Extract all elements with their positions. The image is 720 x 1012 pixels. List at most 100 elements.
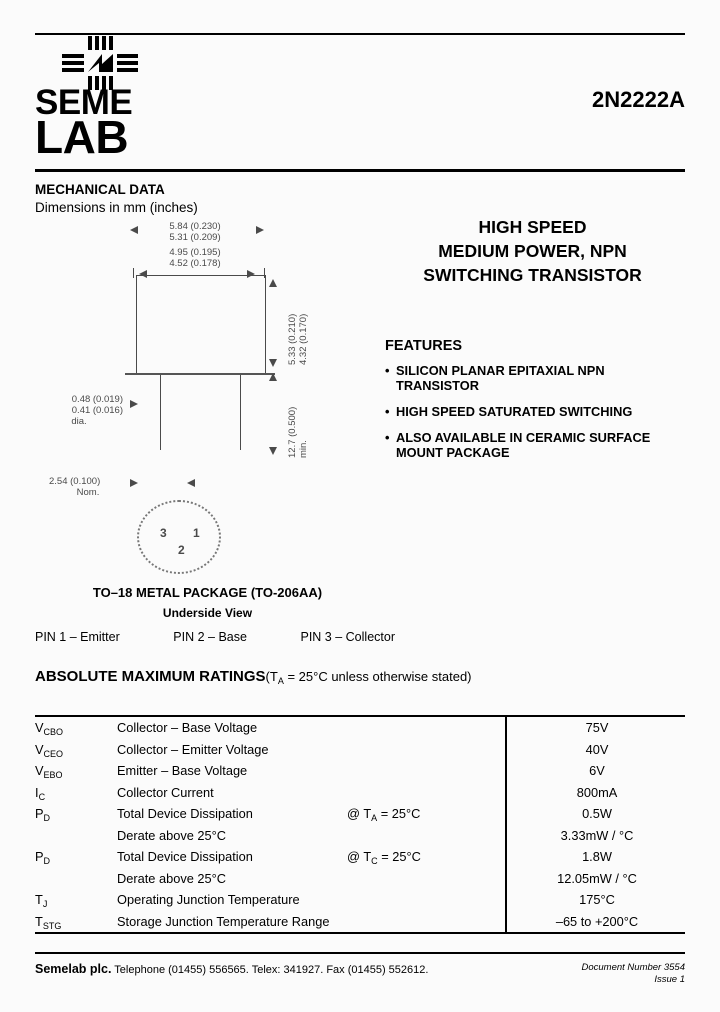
- dim-arrow-pinspacing-left-icon: [130, 479, 138, 487]
- table-row: IC Collector Current 800mA: [35, 781, 687, 803]
- rating-value: 1.8W: [505, 846, 687, 868]
- rating-condition: [347, 739, 506, 761]
- dim-lead-length-line2: min.: [298, 440, 309, 458]
- dim-arrow-bodyheight-down-icon: [269, 359, 277, 367]
- rating-symbol: VCBO: [35, 720, 64, 738]
- headline-line-1: HIGH SPEED: [478, 217, 587, 237]
- logo-text-lab: LAB: [35, 111, 129, 163]
- rating-symbol: TJ: [35, 892, 48, 910]
- footer-document-number: Document Number 3554: [581, 962, 686, 973]
- mechanical-data-subtitle: Dimensions in mm (inches): [35, 200, 198, 215]
- logo-text-seme: SEME: [35, 83, 133, 122]
- ratings-table-bottom-rule: [35, 932, 685, 934]
- bullet-icon: •: [385, 404, 390, 419]
- headline-line-3: SWITCHING TRANSISTOR: [423, 265, 642, 285]
- dim-arrow-bodyheight-up-icon: [269, 279, 277, 287]
- table-row: PD Total Device Dissipation @ TA = 25°C 0.5…: [35, 803, 687, 825]
- ratings-table-top-rule: [35, 715, 685, 717]
- feature-item-text: HIGH SPEED SATURATED SWITCHING: [396, 404, 633, 419]
- rating-value: 75V: [505, 717, 687, 739]
- rating-symbol: VEBO: [35, 763, 63, 781]
- ratings-table: VCBO Collector – Base Voltage 75V VCEO Colle…: [35, 717, 687, 932]
- dim-arrow-leadlen-down-icon: [269, 447, 277, 455]
- dim-arrow-outer-right-icon: [256, 226, 264, 234]
- rating-value: 6V: [505, 760, 687, 782]
- dim-lead-dia-line1: 0.48 (0.019): [71, 394, 123, 405]
- pin-legend-item-3: PIN 3 – Collector: [300, 630, 395, 644]
- dim-lead-dia-line3: dia.: [71, 416, 87, 427]
- dim-body-height-line1: 5.33 (0.210): [287, 313, 298, 365]
- rating-condition: [347, 760, 506, 782]
- dim-arrow-leaddia-icon: [130, 400, 138, 408]
- package-title: TO–18 METAL PACKAGE (TO-206AA): [92, 585, 323, 600]
- rating-symbol: [35, 868, 117, 890]
- rating-condition: [347, 717, 506, 739]
- dim-arrow-inner-right-icon: [247, 270, 255, 278]
- rating-description: Derate above 25°C: [117, 827, 226, 843]
- rating-symbol: VCEO: [35, 741, 64, 759]
- ratings-title-note: (TA = 25°C unless otherwise stated): [265, 669, 472, 686]
- headline-line-2: MEDIUM POWER, NPN: [438, 241, 627, 261]
- footer-rule: [35, 952, 685, 954]
- transistor-can-body: [136, 275, 266, 375]
- rating-description: Collector Current: [117, 784, 214, 800]
- rating-symbol: PD: [35, 806, 51, 824]
- rating-description: Operating Junction Temperature: [117, 892, 300, 908]
- footer-contact-details: Telephone (01455) 556565. Telex: 341927.…: [114, 964, 429, 976]
- rating-symbol: IC: [35, 784, 46, 802]
- dim-arrow-inner-left-icon: [139, 270, 147, 278]
- bullet-icon: •: [385, 430, 390, 445]
- ratings-note-prefix: (T: [265, 669, 278, 684]
- dim-pin-spacing-line1: 2.54 (0.100): [49, 476, 101, 487]
- table-row: VCBO Collector – Base Voltage 75V: [35, 717, 687, 739]
- part-number: 2N2222A: [592, 87, 685, 112]
- rating-condition: [347, 911, 506, 933]
- table-row: Derate above 25°C 3.33mW / °C: [35, 824, 687, 847]
- rating-value: 12.05mW / °C: [505, 867, 687, 889]
- rating-symbol: TSTG: [35, 913, 62, 931]
- rating-description: Storage Junction Temperature Range: [117, 913, 330, 929]
- lead-line-left: [160, 375, 161, 450]
- table-row: VEBO Emitter – Base Voltage 6V: [35, 760, 687, 782]
- rating-description: Collector – Emitter Voltage: [117, 741, 269, 757]
- rating-value: 0.5W: [505, 803, 687, 825]
- underside-package-outline: [137, 500, 221, 574]
- dim-lead-dia-line2: 0.41 (0.016): [71, 405, 123, 416]
- features-list: • SILICON PLANAR EPITAXIAL NPN TRANSISTO…: [385, 363, 685, 471]
- features-title: FEATURES: [385, 338, 463, 354]
- dim-arrow-outer-left-icon: [130, 226, 138, 234]
- semelab-logo-mark-icon: [62, 36, 138, 90]
- pin-number-3: 3: [160, 526, 167, 540]
- dim-width-outer-line1: 5.84 (0.230): [169, 221, 221, 232]
- pin-legend-item-1: PIN 1 – Emitter: [35, 630, 120, 644]
- rating-value: 800mA: [505, 781, 687, 803]
- feature-item: • HIGH SPEED SATURATED SWITCHING: [385, 404, 685, 419]
- witness-line-outer-right: [264, 268, 265, 278]
- footer-document-info: Document Number 3554 Issue 1: [582, 962, 686, 986]
- rating-description: Collector – Base Voltage: [117, 720, 258, 736]
- package-view-label: Underside View: [162, 606, 253, 620]
- product-headline: HIGH SPEED MEDIUM POWER, NPN SWITCHING T…: [380, 215, 685, 287]
- rating-description: Total Device Dissipation: [117, 849, 253, 865]
- dim-body-height-line2: 4.32 (0.170): [298, 313, 309, 365]
- rating-condition: @ TA = 25°C: [347, 806, 421, 824]
- mechanical-data-title: MECHANICAL DATA: [35, 182, 165, 197]
- rating-symbol: [35, 825, 117, 847]
- lead-line-right: [240, 375, 241, 450]
- ratings-title-text: ABSOLUTE MAXIMUM RATINGS: [35, 668, 266, 685]
- ratings-table-wrap: VCBO Collector – Base Voltage 75V VCEO Colle…: [35, 715, 687, 934]
- rating-description: Total Device Dissipation: [117, 806, 253, 822]
- dim-width-inner-line1: 4.95 (0.195): [169, 247, 221, 258]
- rating-value: –65 to +200°C: [505, 910, 687, 932]
- pin-legend-item-2: PIN 2 – Base: [173, 630, 247, 644]
- feature-item-text: ALSO AVAILABLE IN CERAMIC SURFACE MOUNT …: [396, 430, 651, 460]
- feature-item: • SILICON PLANAR EPITAXIAL NPN TRANSISTO…: [385, 363, 685, 393]
- table-row: TSTG Storage Junction Temperature Range –6…: [35, 910, 687, 933]
- rating-condition: [347, 825, 506, 847]
- rating-condition: @ TC = 25°C: [347, 849, 421, 867]
- rating-description: Emitter – Base Voltage: [117, 763, 248, 779]
- rating-value: 3.33mW / °C: [505, 824, 687, 846]
